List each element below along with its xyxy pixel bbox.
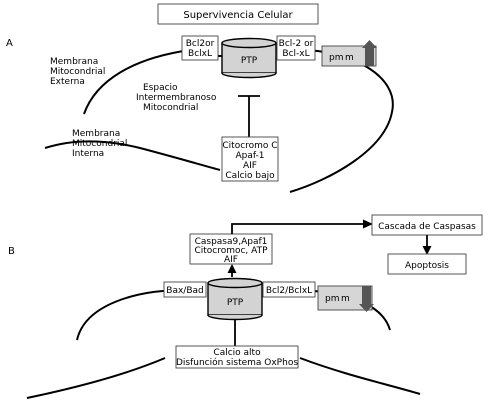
trigger-line-2: Disfunción sistema OxPhos — [176, 357, 298, 368]
retained-line-1: Citocromo C — [222, 141, 277, 151]
bax-bad-label: Bax/Bad — [166, 286, 203, 296]
intermembrane-label-3: Mitocondrial — [143, 103, 198, 113]
cell-survival-box — [157, 3, 319, 25]
outer-membrane-label-2: Mitocondrial — [50, 67, 105, 77]
retained-line-2: Apaf-1 — [235, 151, 264, 161]
potential-m-a: m — [345, 53, 354, 63]
outer-membrane-label-1: Membrana — [50, 57, 98, 67]
potential-pm-a: pm — [329, 53, 343, 63]
inner-membrane-curve-left — [44, 140, 221, 171]
ptp-label-a: PTP — [241, 56, 258, 66]
outer-membrane-left-b — [76, 289, 186, 341]
inner-membrane-right-b — [299, 357, 421, 395]
retained-factors-box — [221, 136, 279, 182]
inner-membrane-label-3: Interna — [72, 149, 104, 159]
arrow-up-small-icon — [227, 264, 237, 273]
released-line-3: AIF — [224, 255, 238, 265]
ptp-channel-a: PTP — [221, 37, 277, 79]
potential-pm-b: pm — [325, 294, 339, 304]
panel-a-label: A — [6, 38, 13, 49]
inner-membrane-label-1: Membrana — [72, 129, 120, 139]
inner-membrane-label-2: Mitocondrial — [72, 139, 127, 149]
membrane-potential-low-b: pm m — [317, 285, 374, 312]
ptp-label-b: PTP — [227, 298, 244, 308]
cell-survival-label: Supervivencia Celular — [183, 10, 293, 21]
bcl2-right-line2: Bcl-xL — [282, 49, 309, 59]
bcl2-box-b — [262, 281, 316, 298]
inner-membrane-left-b — [26, 357, 166, 399]
bcl2-box-right-a — [276, 35, 316, 61]
arrow-to-cascade — [231, 223, 364, 234]
bcl2-box-left-a — [181, 35, 219, 61]
bcl2-left-line1: Bcl2or — [186, 39, 215, 49]
outer-membrane-label-3: Externa — [50, 77, 85, 87]
released-line-1: Caspasa9,Apaf1 — [195, 237, 268, 247]
bax-bad-box — [163, 281, 207, 298]
apoptosis-label: Apoptosis — [405, 261, 449, 271]
released-factors-box — [189, 233, 273, 265]
caspase-cascade-label: Cascada de Caspasas — [378, 222, 476, 232]
apoptosis-box — [387, 253, 467, 275]
bcl2-left-line2: BclxL — [188, 49, 212, 59]
potential-m-b: m — [341, 294, 350, 304]
bcl2-right-line1: Bcl-2 or — [279, 39, 314, 49]
released-line-2: Citocromoc, ATP — [194, 246, 268, 256]
intermembrane-label-1: Espacio — [143, 83, 178, 93]
retained-line-4: Calcio bajo — [225, 171, 275, 181]
intermembrane-label-2: Intermembranoso — [136, 93, 217, 103]
panel-b-label: B — [8, 246, 15, 257]
arrow-right-icon — [363, 219, 373, 229]
retained-line-3: AIF — [243, 161, 257, 171]
arrow-down-icon — [422, 246, 432, 255]
trigger-line-1: Calcio alto — [213, 348, 261, 358]
ptp-channel-b: PTP — [207, 277, 263, 321]
bcl2-label-b: Bcl2/BclxL — [266, 286, 312, 296]
trigger-conditions-box — [175, 345, 299, 369]
membrane-potential-high-a: pm m — [321, 40, 377, 67]
arrow-down-potential-icon — [359, 304, 374, 312]
arrow-up-icon — [362, 40, 377, 48]
